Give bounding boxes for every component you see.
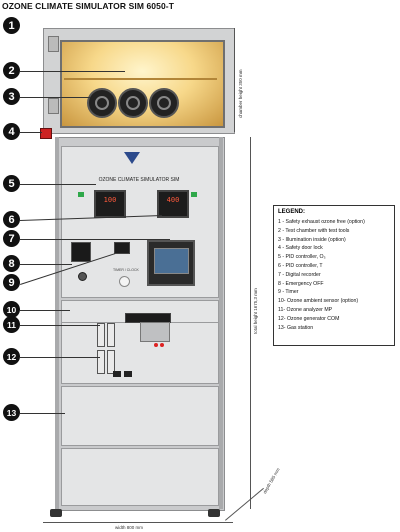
cabinet-foot [208,509,220,517]
dimension-line [43,522,233,523]
callout-leader [20,264,72,265]
legend-item: 9 - Timer [278,289,299,296]
recorder-screen [154,248,189,274]
width-label: width 800 mm [115,525,144,530]
callout-leader [20,413,65,414]
dimension-line [250,137,251,509]
chamber-window [60,40,225,128]
callout-8: 8 [3,255,20,272]
status-lamp [154,343,158,347]
generator-switch[interactable] [113,371,121,377]
callout-10: 10 [3,301,20,318]
pid-controller-t: 400 [157,190,189,218]
flowmeter [97,323,105,347]
legend-item: 2 - Test chamber with test tools [278,227,350,234]
chamber-height-label: chamber height 350 mm [238,69,243,118]
legend-item: 7 - Digital recorder [278,271,321,278]
fan-icon [118,88,148,118]
chamber-shelf [64,78,217,80]
callout-6: 6 [3,211,20,228]
timer-display [114,242,130,254]
callout-leader [20,97,90,98]
timer-button[interactable] [119,276,130,287]
pid-controller-o3: 100 [94,190,126,218]
lower-panel [61,448,219,506]
device-label: OZONE CLIMATE SIMULATOR SIM [98,177,180,183]
flowmeter [107,350,115,374]
legend-item: 11- Ozone analyzer MP [278,306,333,313]
page-title: OZONE CLIMATE SIMULATOR SIM 6050-T [2,1,174,11]
status-lamp [191,192,197,197]
timer-label: TIMER / CLOCK [113,268,139,272]
legend-title: LEGEND: [278,209,305,215]
status-lamp [78,192,84,197]
door-lock [40,128,52,139]
callout-1: 1 [3,17,20,34]
total-height-label: total height 1675,3 mm [253,288,258,334]
callout-9: 9 [3,274,20,291]
callout-4: 4 [3,123,20,140]
fan-icon [87,88,117,118]
emergency-off-switch[interactable] [71,242,91,262]
callout-leader [20,184,96,185]
callout-11: 11 [3,316,20,333]
status-lamp [160,343,164,347]
callout-leader [20,357,100,358]
callout-leader [20,71,125,72]
gas-station-panel [61,386,219,446]
legend-item: 5 - PID controller, O₃ [278,254,326,261]
brand-logo [124,152,140,164]
callout-leader [20,310,70,311]
generator-switch[interactable] [124,371,132,377]
legend-item: 4 - Safety door lock [278,245,323,252]
legend-item: 12- Ozone generator COM [278,315,340,322]
dimension-line [225,487,264,521]
digital-recorder [147,240,195,286]
analyzer-keypad[interactable] [140,322,170,342]
legend-item: 1 - Safety exhaust ozone free (option) [278,219,365,225]
cabinet-foot [50,509,62,517]
legend-box: LEGEND: 1 - Safety exhaust ozone free (o… [273,205,395,346]
cabinet-rail [55,137,59,509]
depth-label: depth 585 mm [262,467,281,495]
flowmeter [107,323,115,347]
rotary-knob[interactable] [78,272,87,281]
callout-12: 12 [3,348,20,365]
callout-leader [20,239,170,240]
legend-item: 13- Gas station [278,324,314,331]
legend-item: 8 - Emergency OFF [278,280,324,287]
cabinet-rail [219,137,223,509]
callout-7: 7 [3,230,20,247]
dimension-line [234,28,235,132]
callout-3: 3 [3,88,20,105]
callout-leader [20,325,100,326]
door-hinge [48,98,59,114]
pid-o3-value: 100 [103,196,117,204]
callout-2: 2 [3,62,20,79]
callout-5: 5 [3,175,20,192]
legend-item: 6 - PID controller, T [278,262,323,269]
legend-item: 3 - Illumination inside (option) [278,236,346,243]
legend-item: 10- Ozone ambient sensor (option) [278,298,359,305]
fan-icon [149,88,179,118]
callout-leader [20,132,42,133]
flowmeter [97,350,105,374]
door-hinge [48,36,59,52]
pid-t-value: 400 [166,196,180,204]
callout-13: 13 [3,404,20,421]
